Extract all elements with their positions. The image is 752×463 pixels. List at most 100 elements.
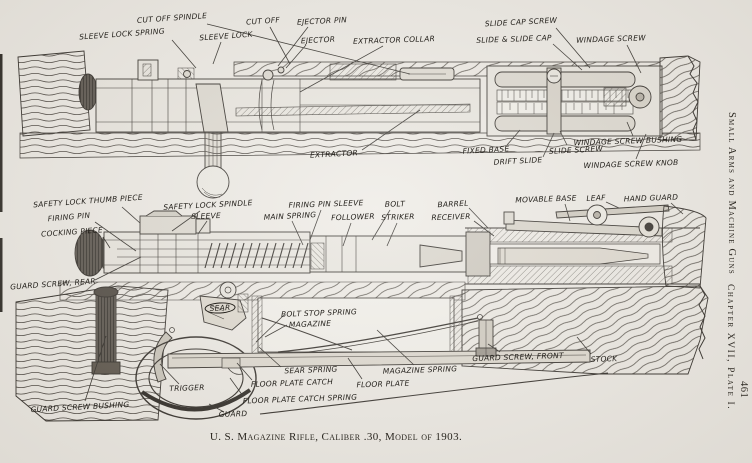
part-label-cocking-piece: COCKING PIECE (40, 225, 104, 239)
leader-line (487, 343, 501, 353)
leader-line (670, 202, 684, 215)
leader-lines (84, 23, 684, 413)
leader-line (212, 41, 222, 65)
leader-line (269, 26, 291, 65)
margin-running-head: Small Arms and Machine Guns (726, 112, 737, 275)
leader-line (626, 44, 642, 74)
part-label-extractor-collar: EXTRACTOR COLLAR (352, 34, 436, 46)
rear-sight-side-view (503, 204, 670, 238)
leader-line (94, 256, 142, 281)
part-label-cut-off: CUT OFF (245, 15, 281, 27)
top-figure-bolt-mechanism (17, 50, 701, 199)
leader-line (171, 39, 197, 69)
part-label-cut-off-spindle: CUT OFF SPINDLE (136, 11, 208, 25)
part-label-main-spring: MAIN SPRING (263, 210, 317, 222)
part-label-magazine: MAGAZINE (288, 318, 332, 330)
rear-sight-plan-view (486, 65, 663, 137)
figure-caption: U. S. Magazine Rifle, Caliber .30, Model… (209, 431, 463, 443)
part-label-guard-screw-rear: GUARD SCREW, REAR (9, 276, 97, 292)
leader-line (371, 209, 391, 241)
leader-line (309, 209, 322, 241)
part-label-drift-slide: DRIFT SLIDE (493, 155, 543, 167)
part-label-slide-slide-cap: SLIDE & SLIDE CAP (476, 33, 552, 45)
part-label-floor-plate-catch-spring: FLOOR PLATE CATCH SPRING (242, 392, 358, 406)
part-label-ejector-pin: EJECTOR PIN (296, 15, 348, 27)
leader-line (564, 203, 571, 222)
leader-line (342, 222, 352, 247)
scan-edge-marks (0, 54, 3, 312)
part-label-leaf: LEAF (586, 192, 606, 204)
leader-line (542, 132, 555, 158)
part-label-extractor: EXTRACTOR (309, 148, 359, 160)
part-label-firing-pin-sleeve: FIRING PIN SLEEVE (288, 198, 364, 210)
part-label-magazine-spring: MAGAZINE SPRING (382, 364, 458, 376)
trigger-guard-loop (135, 336, 257, 420)
leader-line (576, 336, 592, 355)
leader-line (264, 324, 288, 338)
lower-figure-action-section (15, 204, 709, 422)
part-label-sleeve: SLEEVE (190, 210, 222, 222)
leader-line (559, 130, 568, 146)
leader-line (159, 363, 180, 385)
trigger-part (153, 331, 173, 383)
leader-line (229, 377, 244, 397)
margin-chapter-plate: Chapter XVII, Plate I. (725, 284, 735, 411)
leader-line (102, 236, 111, 249)
part-label-guard-screw-front: GUARD SCREW, FRONT (472, 350, 564, 364)
part-label-sleeve-lock-spring: SLEEVE LOCK SPRING (78, 26, 166, 42)
leader-line (277, 26, 309, 67)
part-label-floor-plate-catch: FLOOR PLATE CATCH (250, 377, 334, 389)
part-label-bolt: BOLT (384, 199, 406, 209)
part-label-receiver: RECEIVER (431, 211, 471, 223)
part-label-stock: STOCK (590, 354, 618, 364)
part-label-slide-cap-screw: SLIDE CAP SCREW (484, 15, 558, 29)
part-label-movable-base: MOVABLE BASE (515, 193, 577, 205)
leader-line (84, 335, 107, 402)
part-label-safety-lock-thumb-piece: SAFETY LOCK THUMB PIECE (32, 192, 144, 210)
bolt-handle-ball (196, 165, 230, 199)
leader-line (285, 44, 307, 69)
leader-line (555, 27, 591, 69)
leader-line (376, 329, 415, 366)
part-label-windage-screw-bushing: WINDAGE SCREW BUSHING (573, 134, 683, 148)
leader-line (347, 357, 363, 380)
part-label-floor-plate: FLOOR PLATE (356, 378, 410, 390)
part-label-barrel: BARREL (437, 198, 469, 210)
leader-line (171, 210, 201, 232)
leader-line (386, 222, 398, 247)
part-label-striker: STRIKER (381, 211, 415, 223)
part-label-fixed-base: FIXED BASE (462, 144, 510, 156)
part-label-sear-spring: SEAR SPRING (284, 364, 338, 376)
leader-line (208, 403, 225, 413)
part-label-guard: GUARD (218, 409, 248, 419)
leader-line (197, 220, 208, 235)
leader-line (255, 314, 285, 343)
part-label-windage-screw-knob: WINDAGE SCREW KNOB (583, 157, 679, 171)
leader-line (552, 43, 583, 71)
leader-line (635, 133, 647, 160)
part-label-windage-screw: WINDAGE SCREW (576, 33, 646, 45)
leader-line (626, 121, 634, 137)
leader-line (121, 206, 141, 224)
leader-line (605, 201, 620, 209)
leader-line (94, 221, 137, 252)
leader-line (236, 362, 253, 381)
part-label-trigger: TRIGGER (169, 382, 205, 394)
part-label-sear: SEAR (204, 301, 236, 315)
part-label-follower: FOLLOWER (331, 211, 375, 223)
guard-screw-bushing-part (91, 286, 121, 375)
part-label-safety-lock-spindle: SAFETY LOCK SPINDLE (163, 198, 253, 212)
leader-line (506, 129, 521, 146)
leader-line (258, 346, 282, 368)
leader-line (468, 207, 489, 229)
leader-line (299, 45, 384, 93)
front-guard-screw-part (475, 319, 497, 357)
leader-line (206, 23, 411, 75)
part-label-hand-guard: HAND GUARD (623, 192, 679, 204)
leader-line (361, 109, 421, 151)
part-label-sleeve-lock: SLEEVE LOCK (199, 29, 253, 43)
leader-line (291, 220, 304, 246)
